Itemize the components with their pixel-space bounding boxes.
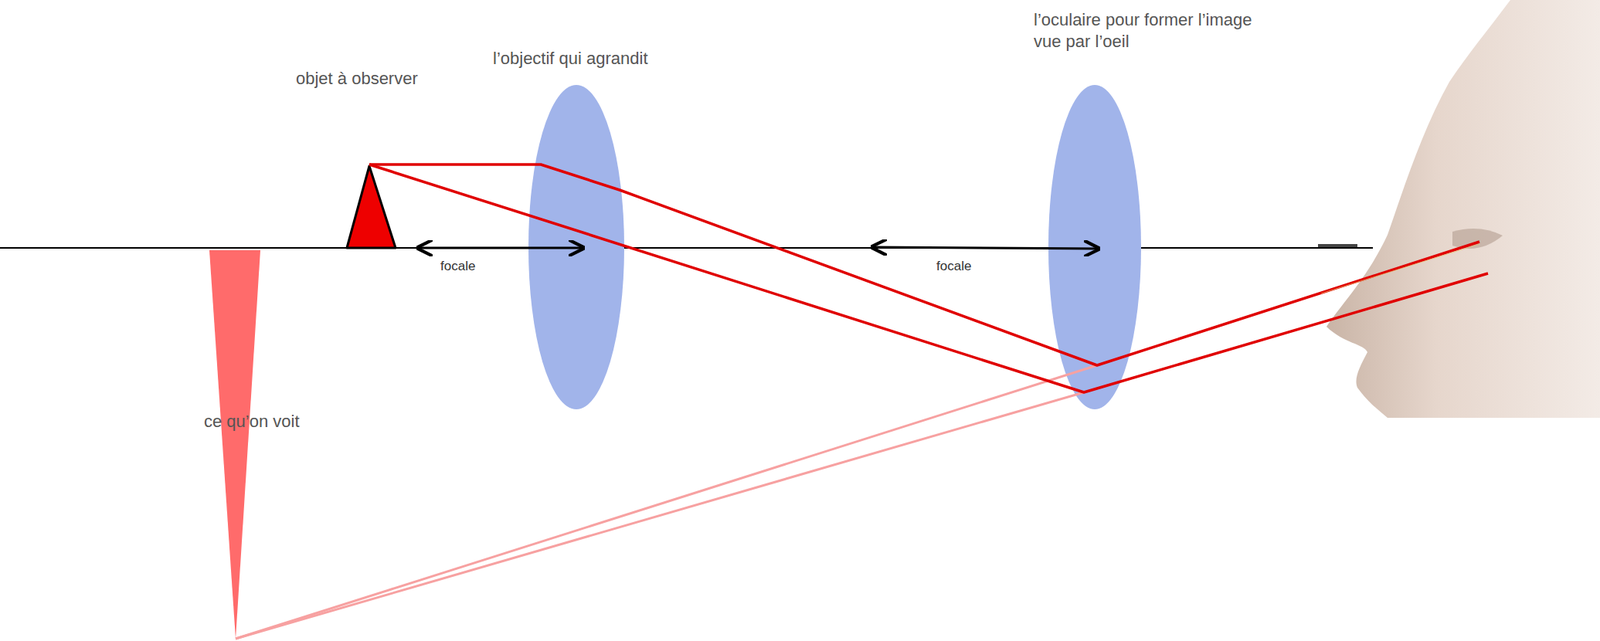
objective-label: l’objectif qui agrandit <box>492 47 649 70</box>
focal-arrow <box>872 247 1099 249</box>
virtual-image <box>209 250 261 639</box>
virtual-ray <box>235 392 1084 639</box>
light-ray <box>369 164 1480 366</box>
optical-axis <box>0 247 1373 249</box>
ray-highlight <box>1321 244 1480 294</box>
focal-label: focale <box>936 258 972 275</box>
object-label: objet à observer <box>295 67 418 90</box>
observer-face <box>1326 0 1600 418</box>
eye-shadow <box>1452 228 1503 249</box>
eyepiece-label: l’oculaire pour former l’image vue par l… <box>1033 9 1254 52</box>
light-ray <box>369 164 1488 393</box>
object-triangle <box>346 166 396 248</box>
virtual-ray <box>235 365 1098 639</box>
focal-label: focale <box>440 258 476 275</box>
axis-end-mark <box>1318 244 1358 248</box>
eyepiece-lens <box>1048 84 1142 410</box>
focal-arrow <box>417 247 584 250</box>
image-label: ce qu’on voit <box>203 411 300 433</box>
